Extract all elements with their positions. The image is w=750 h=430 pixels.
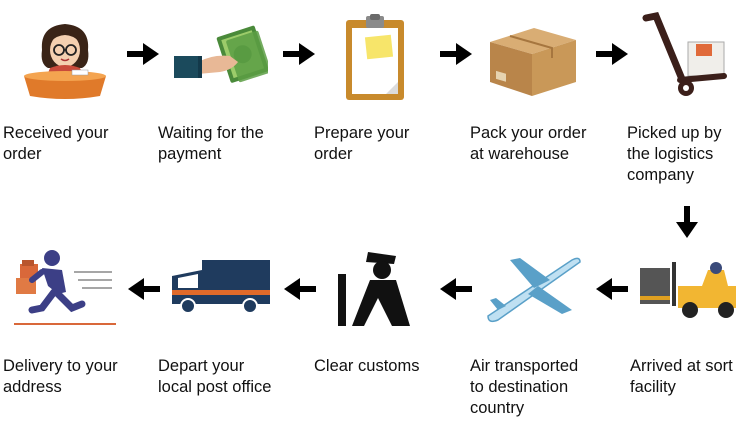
cardboard-box-icon xyxy=(486,18,580,98)
courier-running-icon xyxy=(12,242,118,328)
arrow-left-icon xyxy=(128,278,160,305)
step-label-customs: Clear customs xyxy=(314,357,420,375)
step-label-depart: Depart your local post office xyxy=(158,357,272,396)
arrow-down-icon xyxy=(676,206,698,243)
airplane-icon xyxy=(480,250,586,324)
step-label-air: Air transported to destination country xyxy=(470,357,579,417)
forklift-icon xyxy=(636,256,740,320)
step-label-payment: Waiting for the payment xyxy=(158,124,264,163)
cash-payment-icon xyxy=(168,22,272,92)
step-label-pack: Pack your order at warehouse xyxy=(470,124,587,163)
arrow-right-icon xyxy=(127,43,159,70)
arrow-left-icon xyxy=(596,278,628,305)
arrow-right-icon xyxy=(596,43,628,70)
step-label-received: Received your order xyxy=(3,124,109,163)
step-label-sort-facility: Arrived at sort facility xyxy=(630,357,733,396)
step-label-picked-up: Picked up by the logistics company xyxy=(627,124,722,184)
hand-truck-icon xyxy=(640,10,732,100)
step-label-delivery: Delivery to your address xyxy=(3,357,118,396)
arrow-left-icon xyxy=(440,278,472,305)
receptionist-icon xyxy=(20,12,110,100)
arrow-left-icon xyxy=(284,278,316,305)
delivery-truck-icon xyxy=(168,256,272,314)
clipboard-icon xyxy=(340,14,410,104)
step-label-prepare: Prepare your order xyxy=(314,124,410,163)
arrow-right-icon xyxy=(283,43,315,70)
customs-officer-icon xyxy=(334,246,416,328)
arrow-right-icon xyxy=(440,43,472,70)
